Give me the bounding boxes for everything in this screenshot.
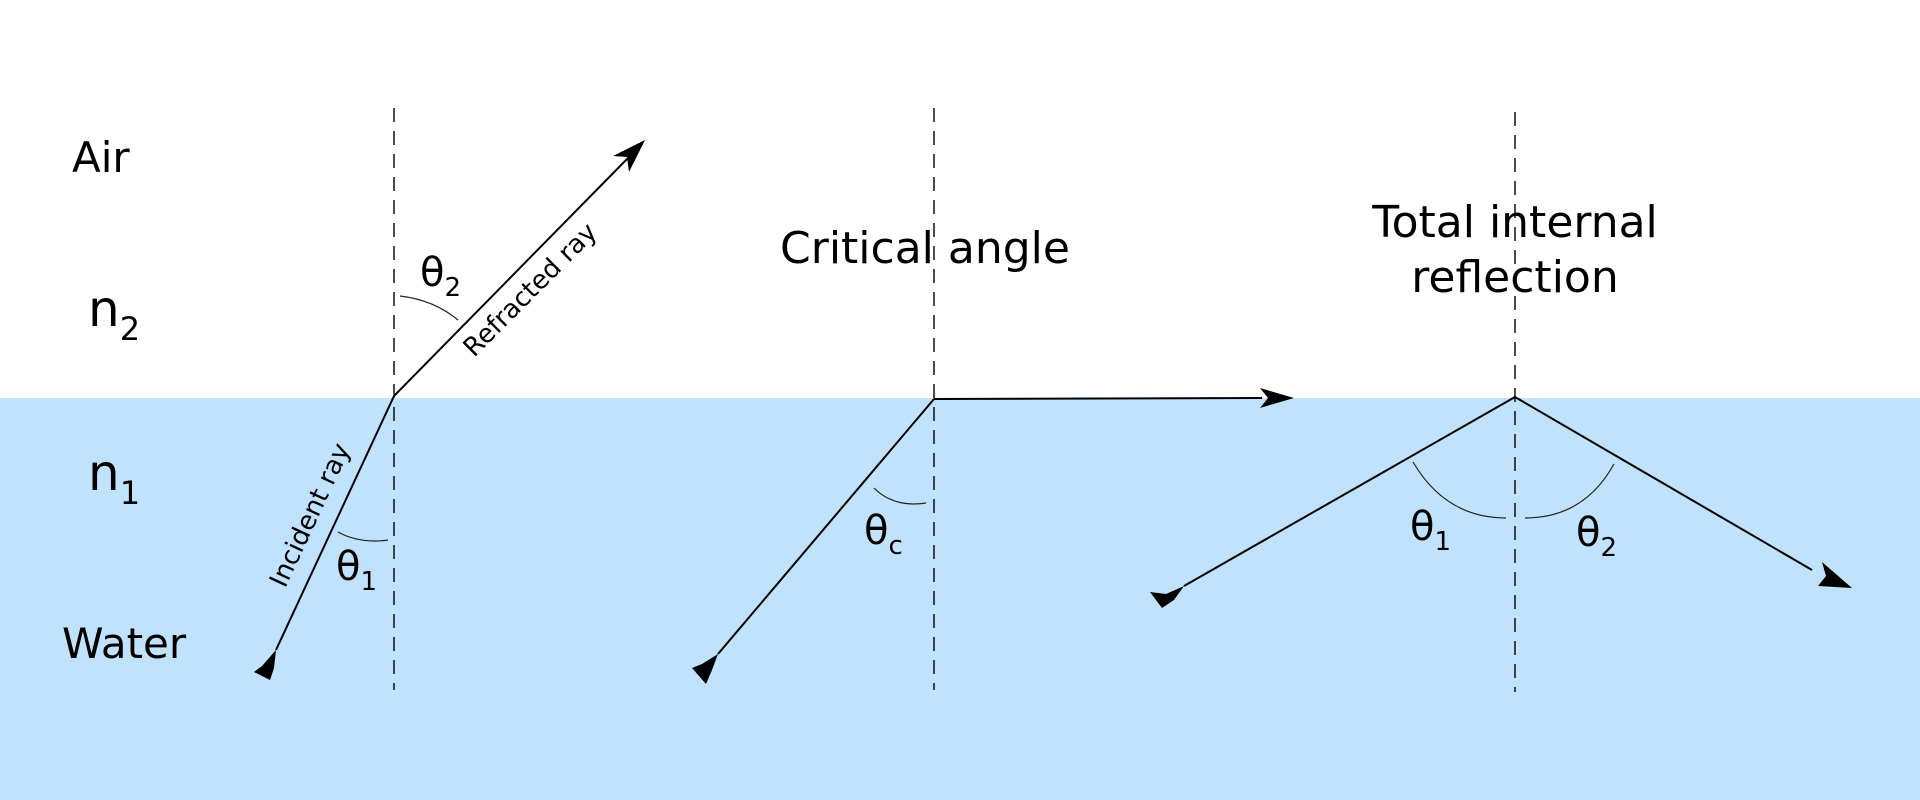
theta1-base: θ [336, 544, 360, 590]
tir-theta1-sub: 1 [1434, 527, 1451, 557]
incident-ray [275, 395, 395, 651]
tir-title-line2: reflection [1411, 252, 1618, 303]
theta2-sub: 2 [444, 273, 461, 303]
critical-incident-arrowhead [692, 654, 718, 684]
critical-incident-ray [717, 398, 935, 655]
n1-sub: 1 [120, 474, 140, 512]
refracted-ray [393, 157, 629, 397]
water-label: Water [62, 619, 187, 668]
n2-label: n2 [88, 280, 140, 348]
tir-theta1-arc [1412, 461, 1507, 519]
tir-theta1-base: θ [1410, 504, 1434, 550]
critical-refracted-ray [933, 397, 1263, 400]
tir-reflected-arrowhead [1818, 562, 1852, 588]
n2-base: n [88, 280, 120, 338]
tir-theta2-arc [1524, 463, 1615, 519]
total-internal-reflection-panel: Total internal reflection θ1 θ2 [1150, 112, 1852, 692]
thetac-label: θc [864, 508, 903, 561]
critical-angle-panel: Critical angle θc [692, 108, 1294, 690]
theta1-arc [337, 531, 389, 542]
tir-theta2-sub: 2 [1600, 533, 1617, 563]
tir-incident-ray [1183, 396, 1516, 587]
tir-theta2-label: θ2 [1576, 510, 1617, 563]
air-region [0, 0, 1920, 398]
critical-angle-title: Critical angle [780, 223, 1070, 274]
theta1-sub: 1 [360, 567, 377, 597]
critical-refracted-arrowhead [1260, 388, 1294, 408]
incident-ray-arrowhead [254, 650, 276, 680]
thetac-base: θ [864, 508, 888, 554]
tir-incident-arrowhead [1150, 586, 1184, 608]
water-region [0, 398, 1920, 800]
thetac-sub: c [888, 531, 902, 561]
theta2-label: θ2 [420, 250, 461, 303]
n2-sub: 2 [120, 310, 140, 348]
tir-theta1-label: θ1 [1410, 504, 1451, 557]
n1-base: n [88, 444, 120, 502]
n1-label: n1 [88, 444, 140, 512]
theta1-label: θ1 [336, 544, 377, 597]
tir-theta2-base: θ [1576, 510, 1600, 556]
theta2-base: θ [420, 250, 444, 296]
air-label: Air [72, 133, 130, 182]
tir-title-line1: Total internal [1371, 197, 1658, 248]
tir-reflected-ray [1514, 396, 1813, 571]
refracted-ray-arrowhead [613, 140, 645, 172]
theta2-arc [399, 295, 459, 321]
thetac-arc [873, 487, 927, 505]
